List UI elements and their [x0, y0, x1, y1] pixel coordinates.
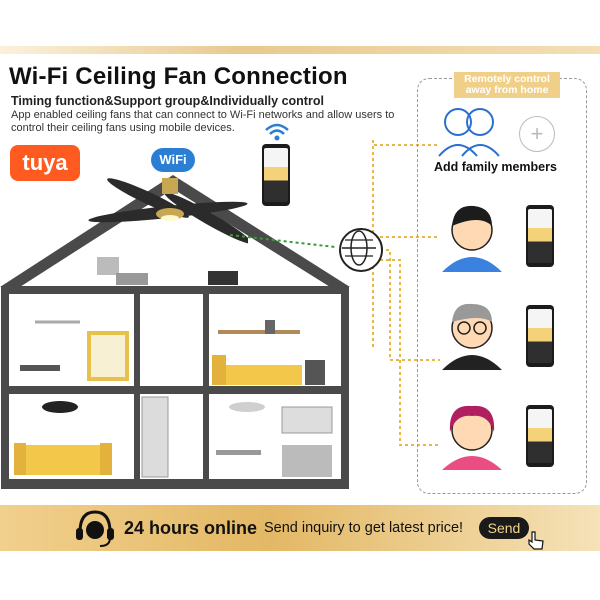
send-button[interactable]: Send	[479, 517, 529, 539]
page-subtitle: Timing function&Support group&Individual…	[11, 94, 324, 108]
controller-phone	[262, 144, 290, 206]
tuya-logo: tuya	[10, 145, 80, 181]
ceiling-fan-icon	[88, 178, 248, 244]
wifi-logo: WiFi	[151, 148, 195, 172]
avatar-woman	[442, 405, 502, 470]
top-accent-bar	[0, 46, 600, 54]
page-title: Wi-Fi Ceiling Fan Connection	[9, 63, 348, 90]
support-hours: 24 hours online	[124, 518, 258, 538]
wifi-signal-icon	[265, 123, 289, 141]
headset-icon	[76, 510, 114, 547]
house-illustration	[0, 175, 350, 489]
page-description: App enabled ceiling fans that can connec…	[11, 109, 395, 134]
avatar-grandfather	[442, 303, 502, 370]
family-phone-3	[526, 405, 554, 467]
cursor-hand-icon	[528, 531, 544, 550]
add-family-label: Add family members	[434, 160, 557, 174]
inquiry-text: Send inquiry to get latest price!	[264, 520, 464, 536]
remote-control-tag: Remotely control away from home	[454, 72, 560, 98]
family-phone-1	[526, 205, 554, 267]
globe-icon	[339, 228, 383, 272]
family-phone-2	[526, 305, 554, 367]
add-family-button[interactable]: +	[519, 116, 555, 152]
avatar-young-man	[442, 205, 502, 272]
family-couple-avatar	[438, 108, 500, 157]
